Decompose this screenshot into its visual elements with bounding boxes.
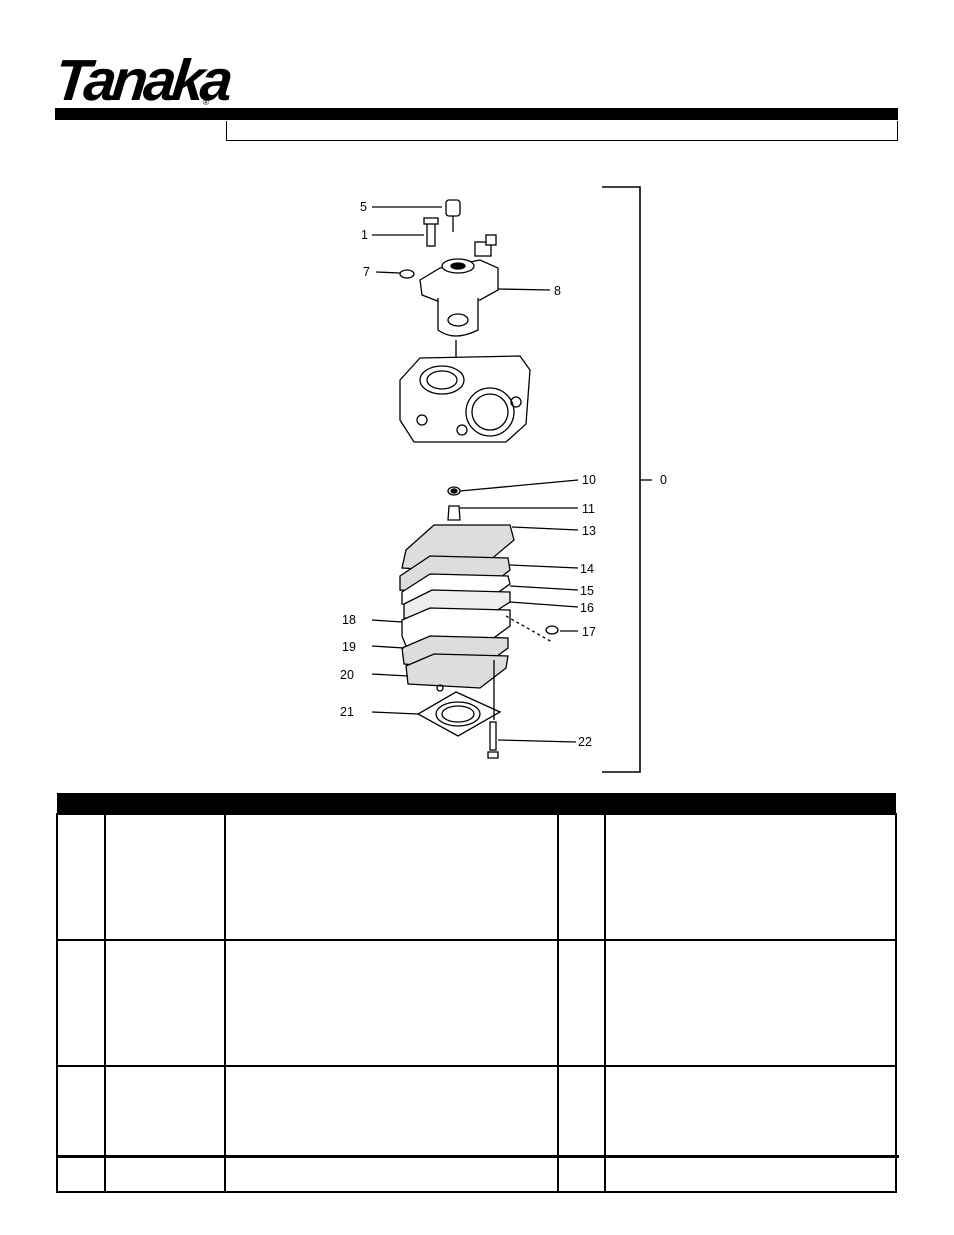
callout-10: 10	[582, 473, 596, 487]
callout-0: 0	[660, 473, 667, 487]
table-cell	[104, 813, 226, 941]
callout-22: 22	[578, 735, 592, 749]
table-cell	[557, 813, 606, 941]
table-cell	[604, 939, 897, 1067]
needle-part	[447, 505, 461, 521]
table-cell	[56, 939, 106, 1067]
table-cell	[557, 939, 606, 1067]
callout-19: 19	[342, 640, 356, 654]
callout-7: 7	[363, 265, 370, 279]
callout-21: 21	[340, 705, 354, 719]
callout-1: 1	[361, 228, 368, 242]
callout-15: 15	[580, 584, 594, 598]
table-cell	[56, 1065, 106, 1193]
callout-8: 8	[554, 284, 561, 298]
table-cell	[104, 939, 226, 1067]
table-cell	[56, 813, 106, 941]
parts-table	[56, 793, 897, 1193]
header-bar	[55, 108, 898, 120]
callout-11: 11	[582, 502, 595, 516]
table-row	[56, 939, 897, 1067]
table-cell	[604, 813, 897, 941]
carburetor-body-part	[399, 355, 531, 443]
callout-13: 13	[582, 524, 596, 538]
callout-14: 14	[580, 562, 594, 576]
table-cell	[224, 813, 559, 941]
assembly-bracket	[602, 186, 641, 773]
table-header	[57, 793, 896, 814]
table-cell	[604, 1065, 897, 1193]
footer-rule	[56, 1155, 899, 1158]
carburetor-exploded-diagram: 5 1 7 8 10 11 13 14 15 16 17 18 19 20 21…	[340, 186, 667, 773]
callout-17: 17	[582, 625, 596, 639]
plug-part	[445, 199, 461, 217]
table-row	[56, 1065, 897, 1193]
registered-mark: ®	[203, 98, 209, 107]
cover-21	[416, 691, 502, 737]
ring-17	[545, 625, 559, 635]
washer-part	[399, 269, 415, 279]
title-box	[226, 121, 898, 141]
table-cell	[557, 1065, 606, 1193]
gasket-20	[405, 653, 509, 689]
callout-18: 18	[342, 613, 356, 627]
callout-20: 20	[340, 668, 354, 682]
table-cell	[104, 1065, 226, 1193]
table-cell	[224, 1065, 559, 1193]
table-cell	[224, 939, 559, 1067]
callout-16: 16	[580, 601, 594, 615]
table-row	[56, 813, 897, 941]
screw-22	[489, 721, 497, 751]
callout-5: 5	[360, 200, 367, 214]
screw-part	[426, 221, 436, 247]
